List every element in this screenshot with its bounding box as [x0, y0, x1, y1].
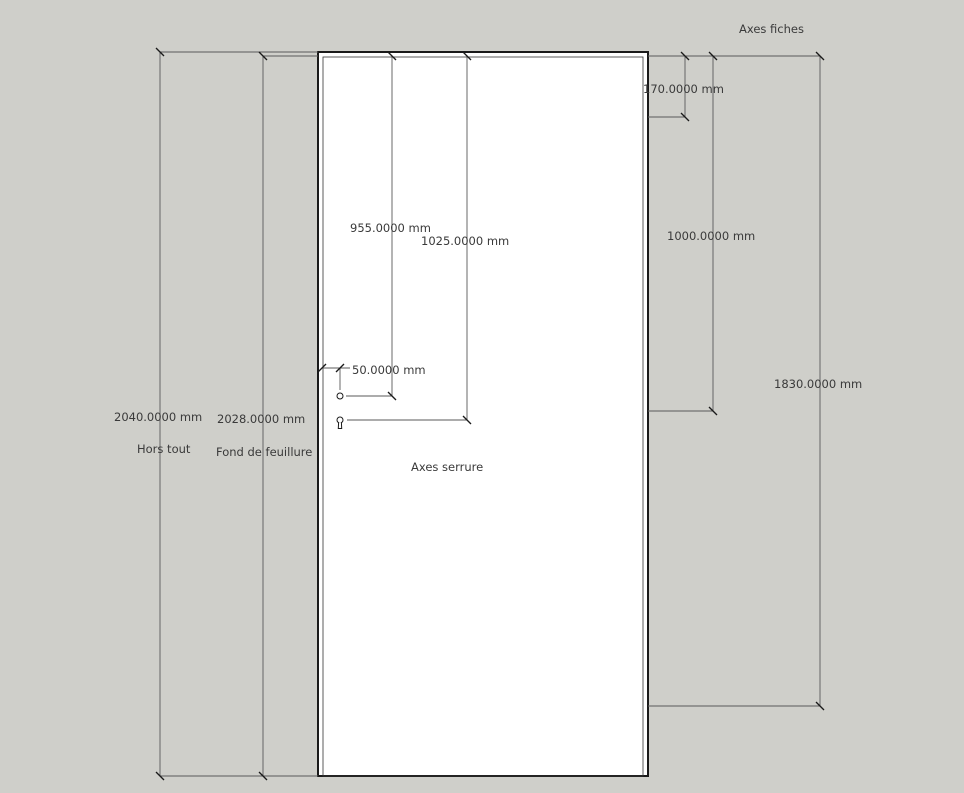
handle-hole-icon	[336, 392, 344, 400]
tick-mark	[387, 391, 397, 401]
tick-mark	[155, 47, 165, 57]
tick-mark	[815, 51, 825, 61]
tick-mark	[335, 363, 345, 373]
tick-mark	[708, 406, 718, 416]
hors-tout-label: Hors tout	[137, 442, 191, 456]
tick-mark	[317, 363, 327, 373]
fond-de-feuillure-label: Fond de feuillure	[216, 445, 312, 459]
tick-mark	[680, 112, 690, 122]
door-outer-frame	[317, 51, 649, 777]
tick-mark	[815, 701, 825, 711]
tick-mark	[258, 51, 268, 61]
tick-mark	[258, 771, 268, 781]
tick-mark	[462, 415, 472, 425]
overall-height-value: 2040.0000 mm	[114, 410, 202, 424]
tick-mark	[708, 51, 718, 61]
handle-axis-value: 955.0000 mm	[350, 221, 431, 235]
door-rebate-outline	[322, 56, 644, 777]
hinge-middle-value: 1000.0000 mm	[667, 229, 755, 243]
tick-mark	[387, 51, 397, 61]
handle-offset-value: 50.0000 mm	[352, 363, 426, 377]
cylinder-axis-value: 1025.0000 mm	[421, 234, 509, 248]
rebate-height-value: 2028.0000 mm	[217, 412, 305, 426]
hinge-bottom-value: 1830.0000 mm	[774, 377, 862, 391]
axes-serrure-label: Axes serrure	[411, 460, 483, 474]
keyhole-icon	[336, 416, 344, 429]
dimension-lines	[159, 51, 821, 777]
tick-mark	[155, 771, 165, 781]
tick-marks	[155, 47, 825, 781]
hinge-top-value: 170.0000 mm	[643, 82, 724, 96]
tick-mark	[680, 51, 690, 61]
axes-fiches-label: Axes fiches	[739, 22, 804, 36]
tick-mark	[462, 51, 472, 61]
